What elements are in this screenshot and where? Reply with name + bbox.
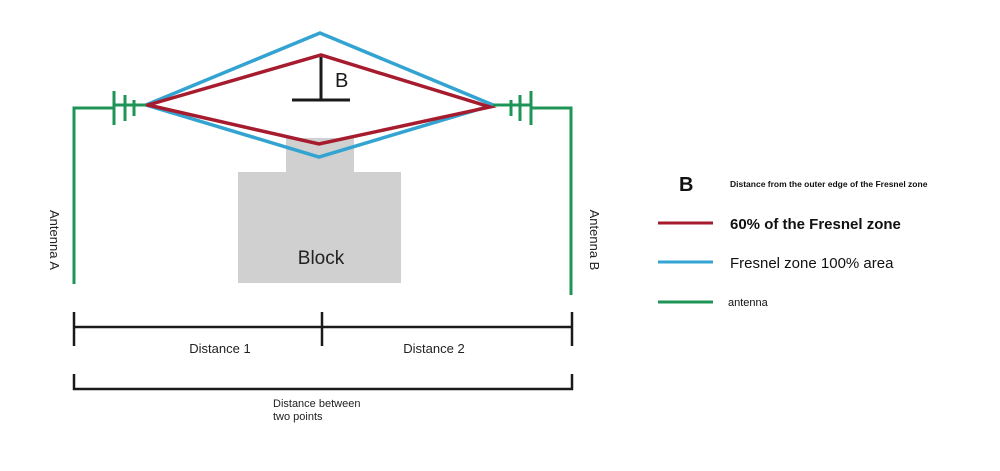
obstacle-block: Block [238, 138, 401, 283]
distance-total-label-line2: two points [273, 411, 323, 423]
distance-1-label: Distance 1 [189, 341, 250, 356]
antenna-b-label: Antenna B [587, 210, 602, 271]
b-marker-label: B [335, 70, 348, 92]
legend-item-fresnel-60: 60% of the Fresnel zone [658, 216, 901, 233]
dimension-segments [72, 312, 574, 346]
antenna-b [493, 91, 573, 295]
legend-antenna-label: antenna [728, 297, 769, 309]
legend-item-antenna: antenna [658, 297, 769, 309]
antenna-a [72, 91, 146, 284]
dimension-total [72, 374, 574, 391]
legend-fresnel-60-label: 60% of the Fresnel zone [730, 216, 901, 233]
legend: B Distance from the outer edge of the Fr… [658, 174, 928, 309]
legend-b-symbol: B [679, 174, 693, 196]
fresnel-zone-60 [141, 53, 497, 146]
legend-b-label: Distance from the outer edge of the Fres… [730, 179, 928, 189]
block-body [238, 172, 401, 283]
legend-item-fresnel-100: Fresnel zone 100% area [658, 255, 894, 272]
block-label: Block [298, 248, 345, 269]
antenna-a-label: Antenna A [47, 210, 62, 270]
b-marker: B [292, 57, 350, 102]
distance-total-label-line1: Distance between [273, 398, 360, 410]
legend-item-b: B Distance from the outer edge of the Fr… [679, 174, 928, 196]
distance-2-label: Distance 2 [403, 341, 464, 356]
legend-fresnel-100-label: Fresnel zone 100% area [730, 255, 894, 272]
